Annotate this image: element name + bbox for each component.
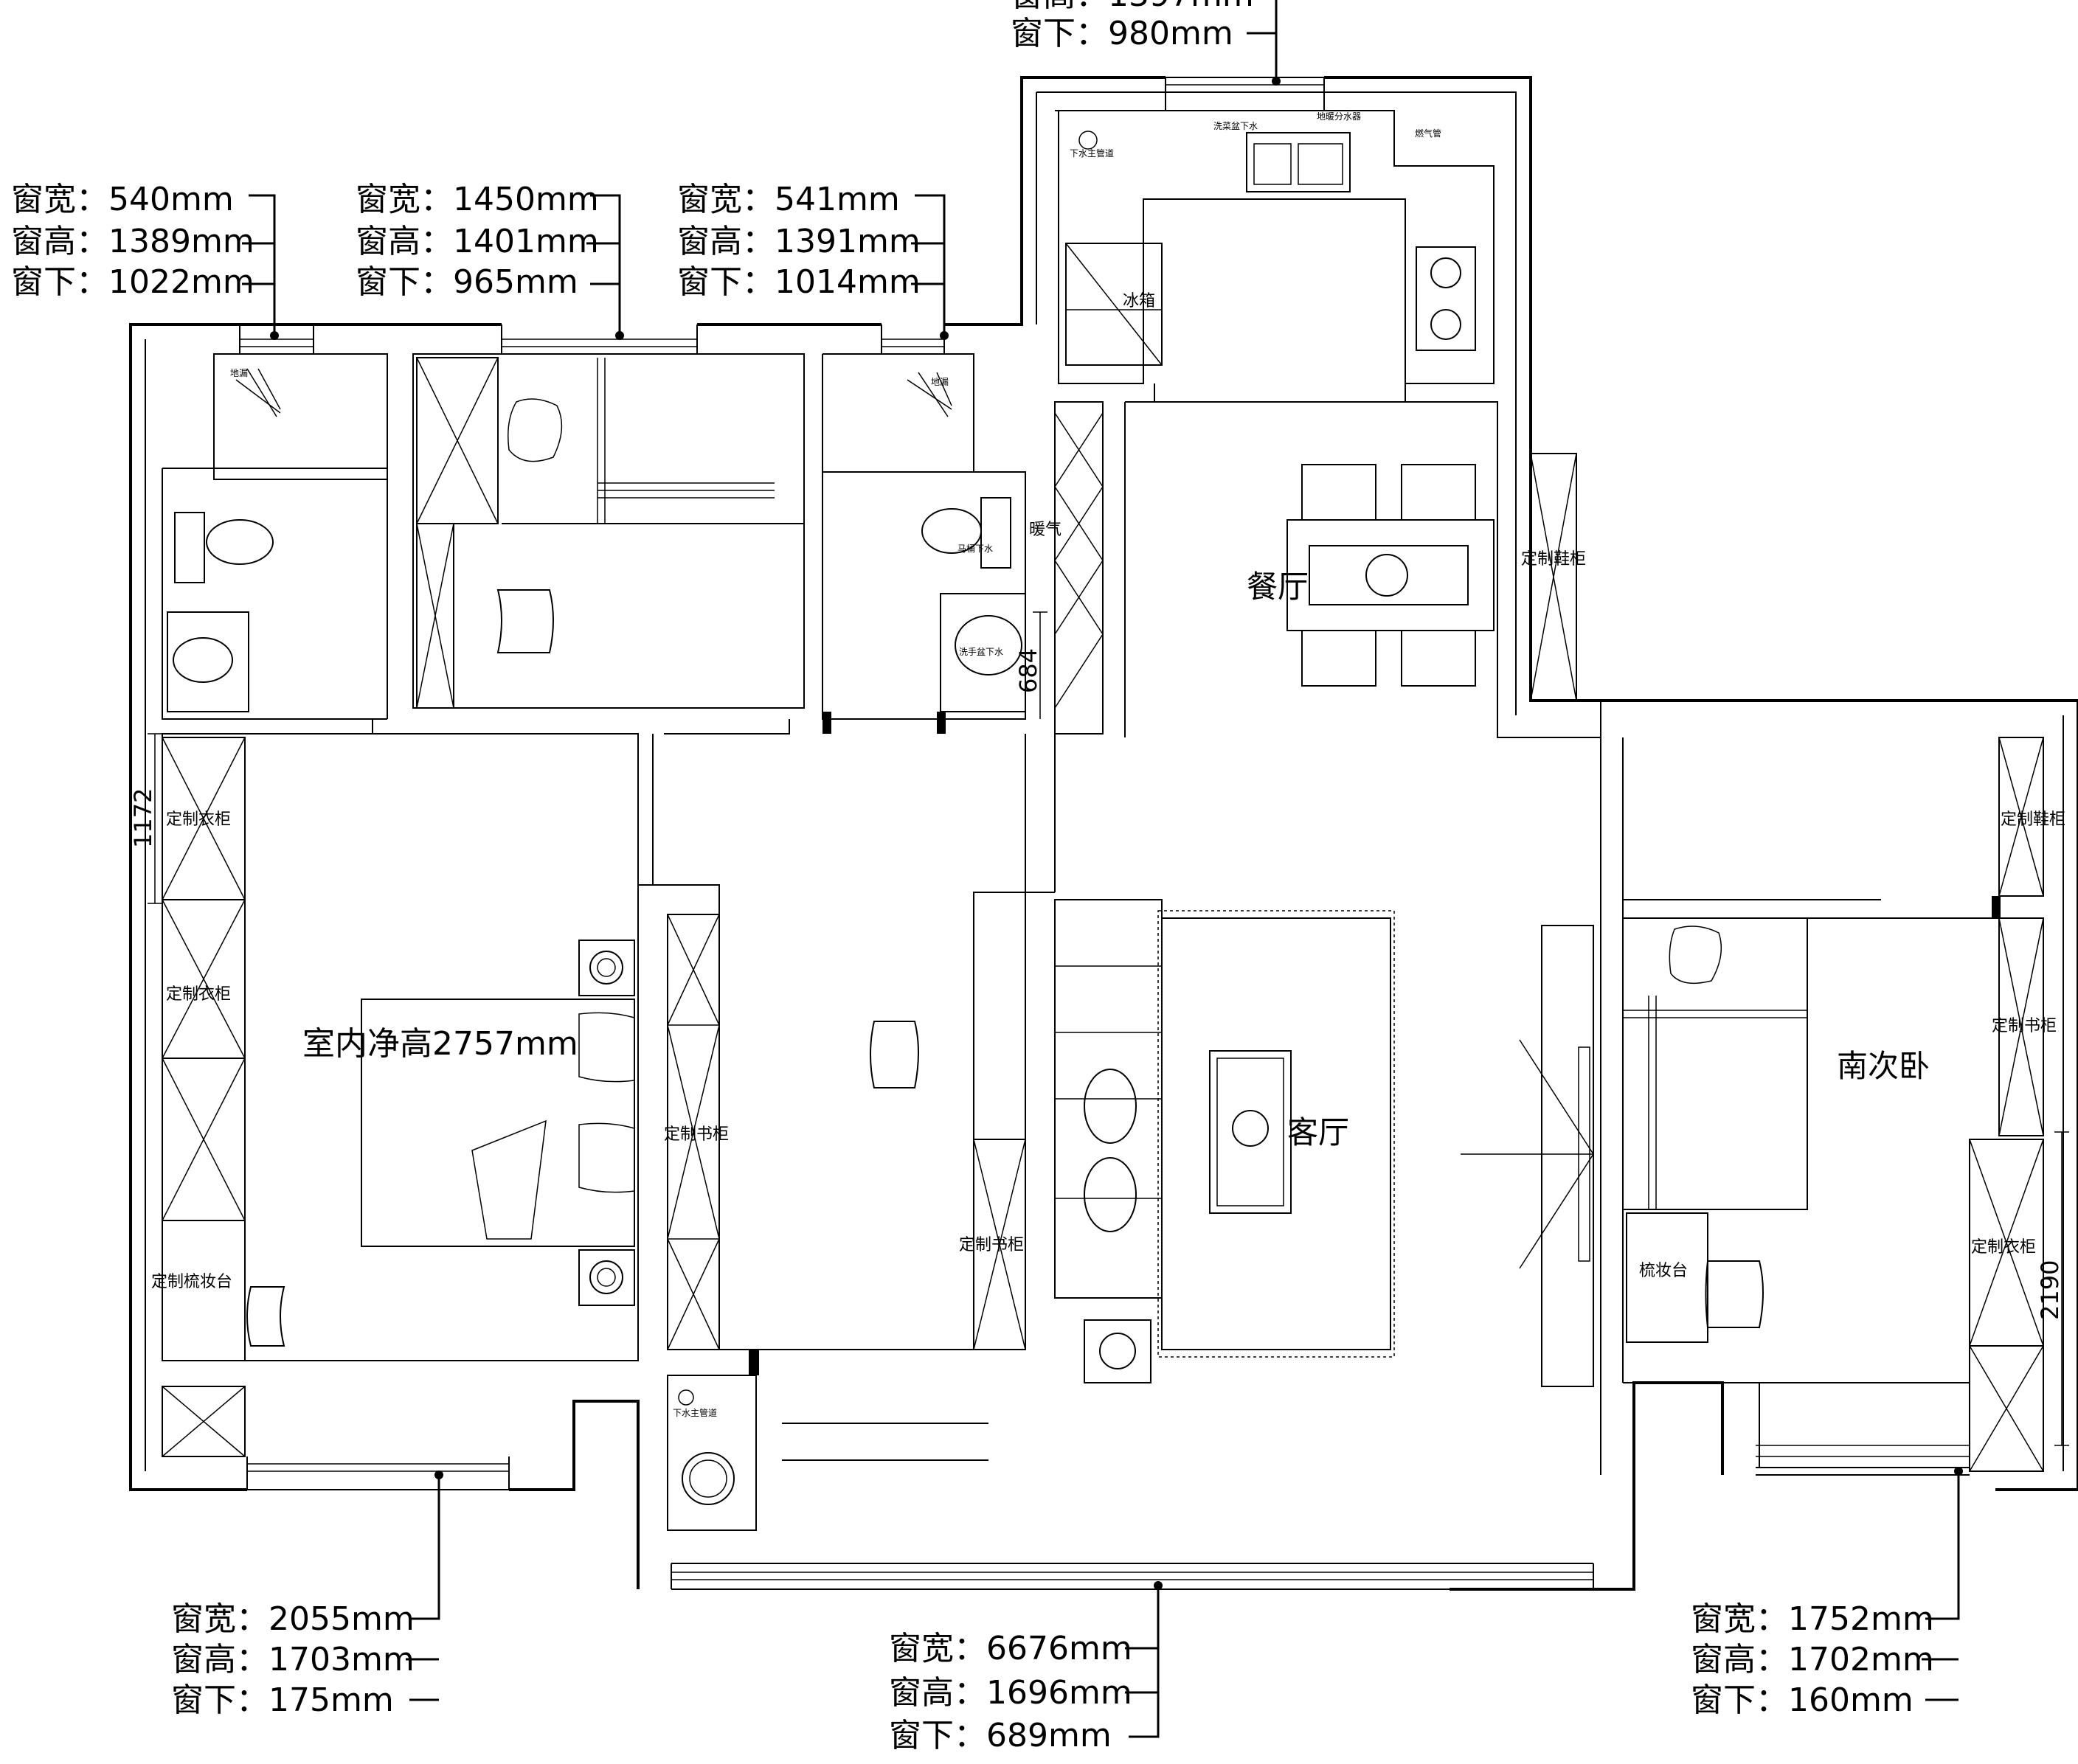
bath2-window-width: 窗宽：541mm <box>677 181 900 218</box>
furniture <box>167 131 1808 1505</box>
bookcase-label-1: 定制书柜 <box>664 1125 729 1144</box>
floor-drain-label-1: 地漏 <box>230 368 248 378</box>
drain-pipe-label: 下水主管道 <box>1070 147 1114 159</box>
study-window-width: 窗宽：1450mm <box>356 181 599 218</box>
fridge-label: 冰箱 <box>1123 292 1155 310</box>
window-annotations: 窗高：1397mm 窗下：980mm 窗宽：540mm 窗高：1389mm 窗下… <box>11 0 1934 1754</box>
ceiling-height-label: 室内净高2757mm <box>302 1025 578 1063</box>
heater-label: 暖气 <box>1029 521 1061 539</box>
interior-walls <box>162 110 2001 1531</box>
water-heater-label: 地暖分水器 <box>1317 111 1361 122</box>
dimension-labels: 1172 684 2190 <box>129 648 2064 1320</box>
living-room-label: 客厅 <box>1287 1114 1349 1150</box>
sink-drain-label: 洗菜盆下水 <box>1213 121 1258 131</box>
bookcase-label-3: 定制书柜 <box>1992 1017 2057 1035</box>
exterior-walls <box>129 76 2078 1591</box>
study-window-height: 窗高：1401mm <box>356 223 599 260</box>
cabinets <box>162 357 2044 1472</box>
toilet-drain-label: 马桶下水 <box>957 543 993 554</box>
living-window-height: 窗高：1696mm <box>889 1674 1132 1712</box>
bookcase-label-2: 定制书柜 <box>959 1236 1024 1254</box>
south-window-width: 窗宽：1752mm <box>1691 1600 1934 1638</box>
kitchen-window-below: 窗下：980mm <box>1011 15 1233 52</box>
south-window-below: 窗下：160mm <box>1691 1681 1914 1719</box>
master-window-below: 窗下：175mm <box>171 1681 394 1719</box>
dimension-1172: 1172 <box>129 788 157 848</box>
shoe-cabinet-label-2: 定制鞋柜 <box>2001 810 2065 829</box>
vanity-label: 梳妆台 <box>1639 1262 1688 1280</box>
basin-drain-label: 洗手盆下水 <box>959 647 1003 657</box>
study-window-below: 窗下：965mm <box>356 263 578 301</box>
annotation-leaders <box>242 0 1963 1738</box>
bath2-window-height: 窗高：1391mm <box>677 223 921 260</box>
wardrobe-label-3: 定制衣柜 <box>1971 1238 2036 1257</box>
dimension-lines <box>148 611 2069 1446</box>
dining-room-label: 餐厅 <box>1247 569 1309 605</box>
south-bedroom-label: 南次卧 <box>1837 1048 1930 1084</box>
shoe-cabinet-label: 定制鞋柜 <box>1521 550 1586 569</box>
wardrobe-label-2: 定制衣柜 <box>166 985 231 1004</box>
bath1-window-height: 窗高：1389mm <box>11 223 254 260</box>
gas-pipe-label: 燃气管 <box>1415 128 1441 139</box>
drain-pipe-label-2: 下水主管道 <box>673 1407 717 1418</box>
bath2-window-below: 窗下：1014mm <box>677 263 921 301</box>
floor-drain-label-2: 地漏 <box>931 377 949 387</box>
fixture-labels: 定制衣柜 定制衣柜 定制梳妆台 定制书柜 定制书柜 定制鞋柜 定制鞋柜 定制书柜… <box>151 111 2065 1418</box>
room-labels: 餐厅 客厅 南次卧 室内净高2757mm <box>302 569 1930 1150</box>
bath1-window-width: 窗宽：540mm <box>11 181 234 218</box>
living-window-width: 窗宽：6676mm <box>889 1630 1132 1667</box>
master-window-width: 窗宽：2055mm <box>171 1600 415 1638</box>
dimension-684: 684 <box>1014 648 1042 693</box>
vanity-custom-label: 定制梳妆台 <box>151 1273 232 1291</box>
kitchen-window-height: 窗高：1397mm <box>1011 0 1254 14</box>
living-window-below: 窗下：689mm <box>889 1717 1112 1754</box>
window-glazing <box>239 77 1970 1590</box>
wardrobe-label-1: 定制衣柜 <box>166 810 231 829</box>
dimension-2190: 2190 <box>2036 1260 2064 1320</box>
master-window-height: 窗高：1703mm <box>171 1641 415 1678</box>
bath1-window-below: 窗下：1022mm <box>11 263 254 301</box>
south-window-height: 窗高：1702mm <box>1691 1641 1934 1678</box>
